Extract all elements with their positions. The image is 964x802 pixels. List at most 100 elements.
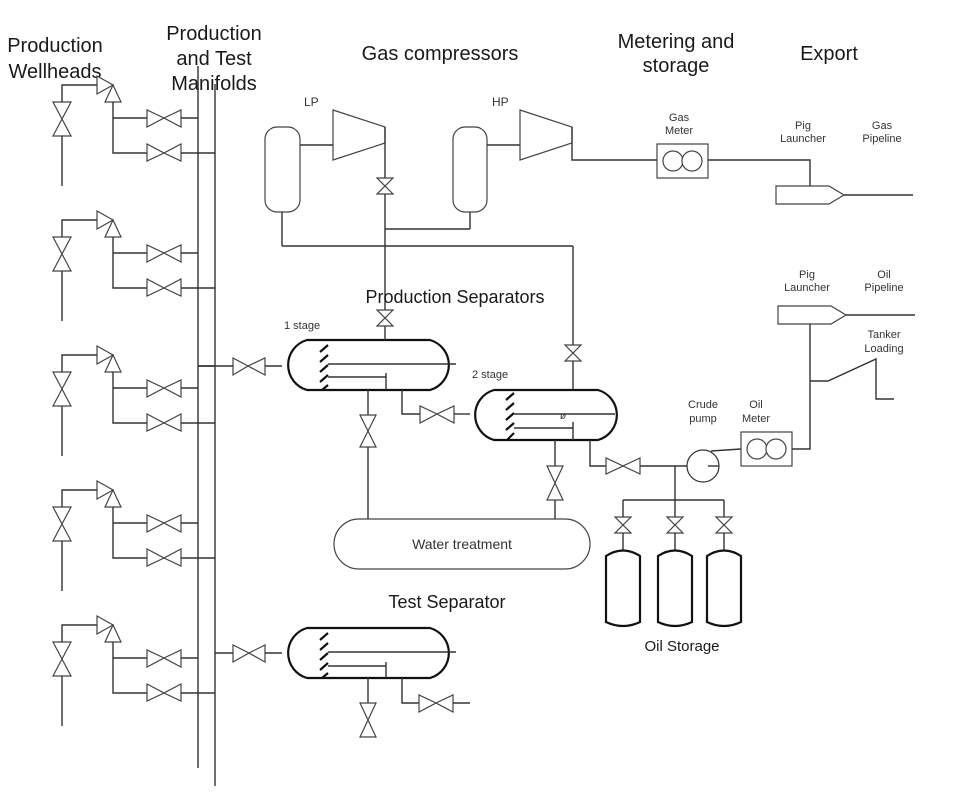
wellhead-riser-line <box>61 624 97 642</box>
gas-pipeline-label-1: Gas <box>872 120 893 132</box>
wellhead-branch-line <box>112 237 147 289</box>
crude-pump-label-2: pump <box>689 413 717 425</box>
oil-storage-tank-2 <box>656 500 694 628</box>
wellhead-master-valve-upper[interactable] <box>52 506 72 526</box>
test-separator-inlet-baffle <box>319 632 329 679</box>
tank-inlet-valve-upper[interactable] <box>714 516 734 526</box>
stage2-label: 2 stage <box>472 369 508 381</box>
wellhead-3 <box>52 344 215 456</box>
production-manifold-valve-in[interactable] <box>146 109 166 128</box>
test-manifold-valve-out[interactable] <box>162 683 182 702</box>
section-oil-storage: Oil Storage <box>644 638 719 655</box>
tank-inlet-valve-lower[interactable] <box>665 524 685 534</box>
wellhead-master-valve-upper[interactable] <box>52 371 72 391</box>
wellhead-master-valve-lower[interactable] <box>52 522 72 542</box>
gas-meter-to-launcher-line <box>708 159 811 186</box>
oil-storage-tank-vessel <box>656 549 694 628</box>
test-separator-oil-valve[interactable] <box>418 694 454 713</box>
wellhead-choke-inlet-icon[interactable] <box>96 344 115 366</box>
stage2-oil-outlet-line <box>589 440 606 467</box>
wellheads-group <box>52 74 215 726</box>
oil-pig-launcher-label-1: Pig <box>799 269 815 281</box>
production-manifold-valve-out[interactable] <box>162 379 182 398</box>
test-separator-inlet-valve[interactable] <box>232 644 266 664</box>
tank-inlet-valve-upper[interactable] <box>613 516 633 526</box>
oil-pig-launcher-icon <box>777 305 848 325</box>
test-manifold-valve-in[interactable] <box>146 413 166 432</box>
crude-pump-label-1: Crude <box>688 399 718 411</box>
tank-inlet-valve-lower[interactable] <box>714 524 734 534</box>
oil-meter-label-1: Oil <box>749 399 762 411</box>
stage1-gas-outlet-valve[interactable] <box>375 309 395 327</box>
wellhead-master-valve-upper[interactable] <box>52 101 72 121</box>
lp-scrubber-vessel <box>264 126 301 213</box>
production-manifold-valve-out[interactable] <box>162 244 182 263</box>
tank-inlet-valve-lower[interactable] <box>613 524 633 534</box>
gas-meter-label-1: Gas <box>669 112 690 124</box>
production-manifold-valve-in[interactable] <box>146 244 166 263</box>
stage1-to-stage2-valve[interactable] <box>419 405 455 424</box>
tank-inlet-valve-upper[interactable] <box>665 516 685 526</box>
oil-meter-label-2: Meter <box>742 413 770 425</box>
test-manifold-valve-out[interactable] <box>162 548 182 567</box>
gas-pig-launcher-label-1: Pig <box>795 120 811 132</box>
wellhead-master-valve-lower[interactable] <box>52 657 72 677</box>
tanker-loading-label-1: Tanker <box>867 329 900 341</box>
test-manifold-valve-in[interactable] <box>146 548 166 567</box>
oil-storage-tank-vessel <box>604 549 642 628</box>
stage1-water-valve[interactable] <box>359 414 377 448</box>
oil-pipeline-label-1: Oil <box>877 269 890 281</box>
oil-pipeline-label-2: Pipeline <box>864 282 903 294</box>
header-export: Export <box>800 43 858 65</box>
oil-meter-rotor-left-icon <box>746 438 768 460</box>
wellhead-master-valve-lower[interactable] <box>52 387 72 407</box>
test-manifold-valve-out[interactable] <box>162 278 182 297</box>
oil-meter-rotor-right-icon <box>765 438 787 460</box>
oil-pig-launcher-label-2: Launcher <box>784 282 830 294</box>
header-metering-line2: storage <box>643 55 710 77</box>
production-manifold-valve-out[interactable] <box>162 514 182 533</box>
test-manifold-valve-in[interactable] <box>146 683 166 702</box>
wellhead-5 <box>52 614 215 726</box>
wellhead-choke-inlet-icon[interactable] <box>96 209 115 231</box>
production-manifold-valve-in[interactable] <box>146 649 166 668</box>
gas-meter-rotor-left-icon <box>662 150 684 172</box>
gas-meter-label-2: Meter <box>665 125 693 137</box>
wellhead-master-valve-upper[interactable] <box>52 641 72 661</box>
production-manifold-valve-out[interactable] <box>162 109 182 128</box>
test-manifold-valve-in[interactable] <box>146 143 166 162</box>
test-manifold-valve-out[interactable] <box>162 413 182 432</box>
stage2-gas-outlet-valve[interactable] <box>563 344 583 362</box>
production-manifold-valve-in[interactable] <box>146 514 166 533</box>
stage1-oil-outlet-line <box>401 390 420 415</box>
wellhead-choke-inlet-icon[interactable] <box>96 614 115 636</box>
wellhead-riser-line <box>61 219 97 237</box>
wellhead-branch-line <box>112 102 147 154</box>
header-metering-line1: Metering and <box>618 31 735 53</box>
wellhead-2 <box>52 209 215 321</box>
section-production-separators: Production Separators <box>365 287 544 307</box>
stage1-inlet-valve[interactable] <box>232 357 266 377</box>
lp-discharge-valve[interactable] <box>375 177 395 195</box>
test-separator-water-valve[interactable] <box>359 702 377 738</box>
wellhead-master-valve-upper[interactable] <box>52 236 72 256</box>
production-manifold-valve-in[interactable] <box>146 379 166 398</box>
stage1-inlet-baffle <box>319 344 329 391</box>
hp-scrubber-vessel <box>452 126 488 213</box>
stage2-water-valve[interactable] <box>546 465 564 501</box>
stage2-oil-valve[interactable] <box>605 457 641 475</box>
tanker-loading-arm-icon <box>810 357 894 400</box>
production-manifold-valve-out[interactable] <box>162 649 182 668</box>
wellhead-choke-inlet-icon[interactable] <box>96 74 115 96</box>
header-manifolds-line1: Production <box>166 23 262 45</box>
wellhead-branch-line <box>112 642 147 694</box>
wellhead-master-valve-lower[interactable] <box>52 252 72 272</box>
test-manifold-valve-in[interactable] <box>146 278 166 297</box>
wellhead-choke-inlet-icon[interactable] <box>96 479 115 501</box>
stage2-level-indicator-icon: ø <box>560 411 566 422</box>
hp-compressor-icon <box>519 109 573 161</box>
water-treatment: Water treatment <box>333 518 591 570</box>
hp-scrubber <box>452 126 488 213</box>
test-manifold-valve-out[interactable] <box>162 143 182 162</box>
wellhead-master-valve-lower[interactable] <box>52 117 72 137</box>
